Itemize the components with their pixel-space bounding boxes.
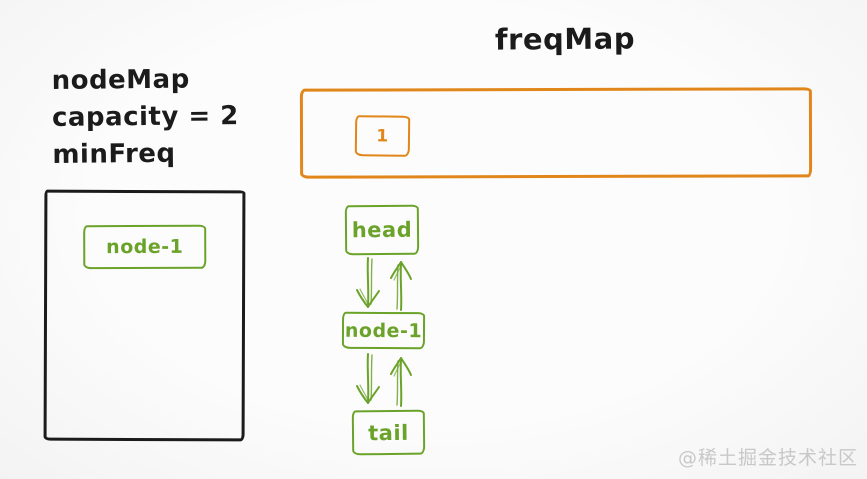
watermark: @稀土掘金技术社区 [677,447,858,469]
info-line-nodemap: nodeMap [51,64,190,96]
info-line-capacity: capacity = 2 [51,101,239,133]
linked-list-tail: tail [351,409,426,456]
linked-list-node-1: node-1 [341,311,426,350]
freq-bucket-1: 1 [354,115,411,157]
double-arrow-head-node1-icon [356,257,412,311]
freq-map-title: freqMap [494,21,636,57]
info-line-minfreq: minFreq [52,138,176,170]
node-map-entry-node-1: node-1 [83,224,207,270]
info-block: nodeMap capacity = 2 minFreq [51,61,239,174]
node-map-rect: node-1 [43,189,246,442]
freq-map-rect: 1 [299,87,813,179]
linked-list-head: head [344,204,420,256]
double-arrow-node1-tail-icon [356,353,412,407]
